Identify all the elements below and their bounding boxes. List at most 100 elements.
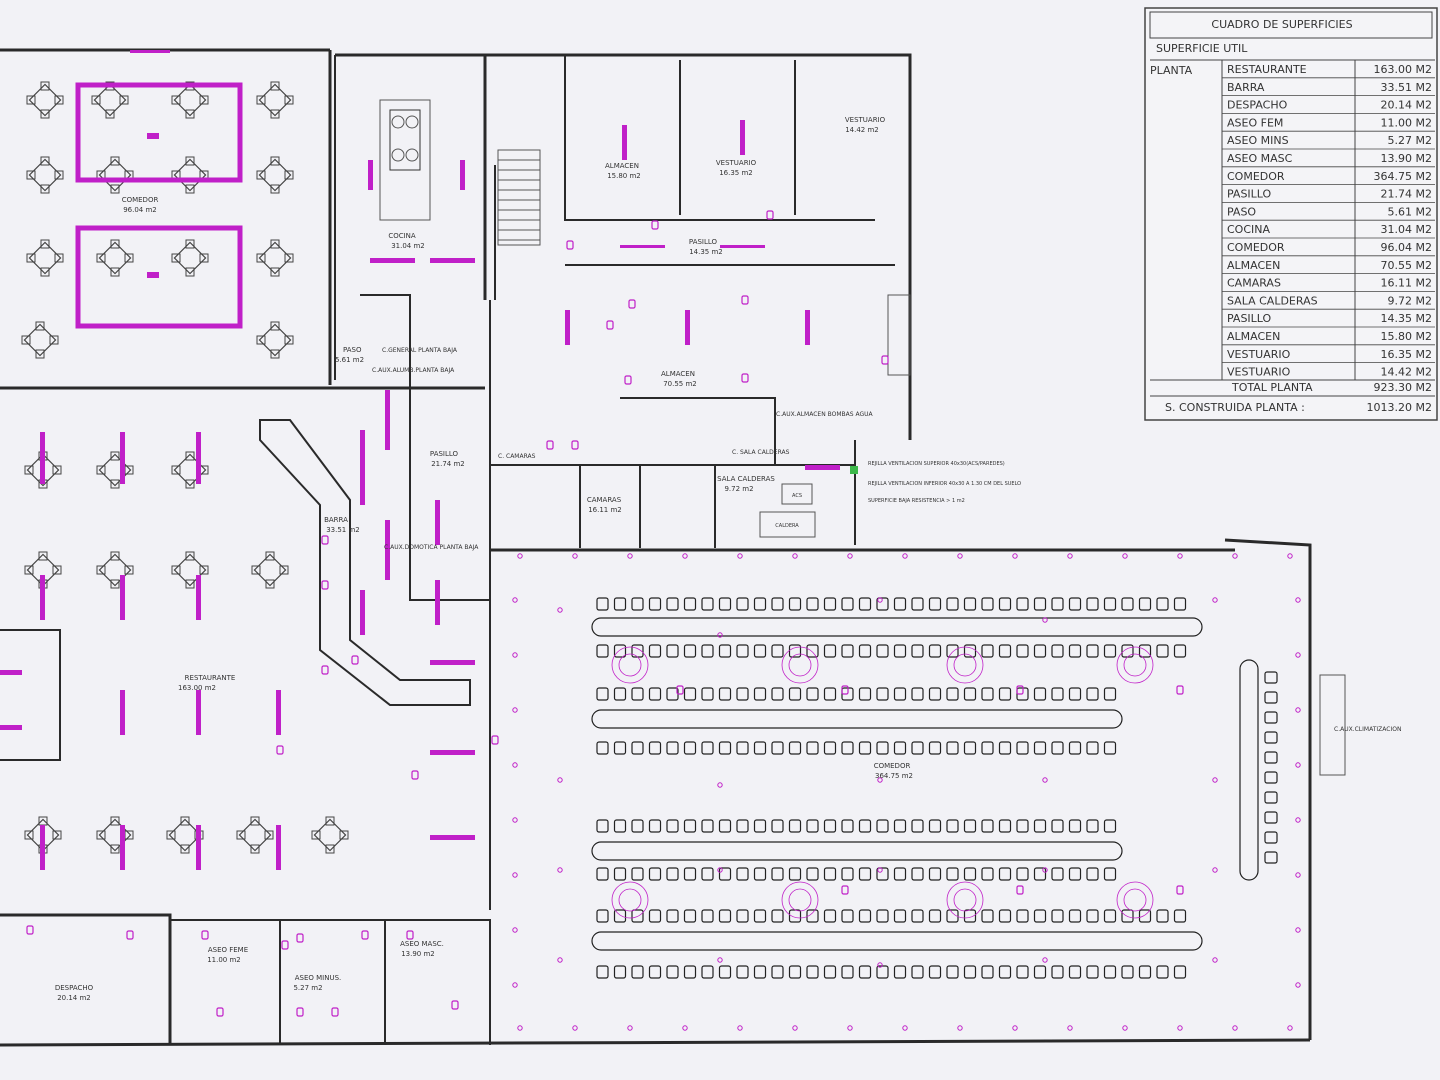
chair-icon [1016,819,1029,833]
chair-icon [806,909,819,923]
chair-icon [771,597,784,611]
fan-inner-icon [788,888,812,912]
light-point-icon [902,553,908,559]
chair-icon [893,867,907,881]
chair-icon [1264,811,1278,824]
light-point-icon [1012,1025,1018,1031]
surface-row-name: PASILLO [1227,188,1272,201]
outlet-icon [741,295,749,305]
outlet-icon [741,373,749,383]
light-point-icon [737,553,743,559]
outlet-icon [1176,685,1184,695]
light-point-icon [877,777,883,783]
chair-icon [613,644,627,658]
outlet-icon [276,745,284,755]
chair-icon [963,741,977,755]
chair-icon [718,741,732,755]
room-name-vestuario-2: VESTUARIO [845,116,886,124]
chair-icon [1033,867,1047,881]
room-area-aseo-minus: 5.27 m2 [293,984,322,992]
light-point-icon [512,652,518,658]
light-point-icon [557,867,563,873]
chair-icon [666,741,679,755]
chair-icon [596,741,609,755]
green-note-1: REJILLA VENTILACION SUPERIOR 40x30(ACS/P… [868,461,1005,467]
surface-row-area: 16.11 M2 [1381,277,1432,290]
light-point-icon [1295,652,1301,658]
light-point-icon [512,927,518,933]
banquet-table [591,931,1203,951]
outlet-icon [451,1000,459,1010]
ventilation-marker-icon [850,466,858,474]
chair-icon [998,597,1012,611]
surface-row-name: PASO [1227,205,1256,218]
surface-row-area: 13.90 M2 [1381,152,1432,165]
room-name-almacen-1: ALMACEN [605,162,639,170]
chair-icon [718,687,732,701]
room-area-paso: 5.61 m2 [335,356,364,364]
chair-icon [1121,909,1134,923]
chair-icon [771,644,784,658]
green-note-3: SUPERFICIE BAJA RESISTENCIA > 1 m2 [868,498,965,504]
room-area-barra: 33.51 m2 [326,526,360,534]
chair-icon [1264,831,1278,844]
chair-icon [946,965,959,979]
fan-inner-icon [1123,888,1147,912]
surface-row-area: 364.75 M2 [1374,170,1432,183]
chair-icon [928,819,942,833]
chair-icon [788,597,802,611]
dining-table-icon [24,551,62,589]
outlet-icon [841,885,849,895]
chair-icon [771,867,784,881]
equipment-acs-label: ACS [792,493,802,499]
room-area-pasillo-1: 14.35 m2 [689,248,723,256]
chair-icon [631,687,644,701]
light-point-icon [792,1025,798,1031]
light-point-icon [517,1025,523,1031]
surface-row-area: 14.42 M2 [1381,366,1432,379]
outlet-icon [881,355,889,365]
chair-icon [841,644,854,658]
chair-icon [753,965,767,979]
dining-table-icon [256,239,294,277]
chair-icon [788,741,802,755]
chair-icon [613,597,627,611]
chair-icon [823,965,837,979]
chair-icon [1086,819,1099,833]
room-name-aseo-minus: ASEO MINUS. [295,974,342,982]
light-point-icon [1295,762,1301,768]
chair-icon [1103,909,1117,923]
chair-icon [858,965,872,979]
chair-icon [1264,851,1278,864]
light-point-icon [1232,553,1238,559]
light-point-icon [1012,553,1018,559]
light-point-icon [1042,957,1048,963]
chair-icon [683,819,697,833]
chair-icon [1264,711,1278,724]
chair-icon [1068,644,1082,658]
chair-icon [928,867,942,881]
chair-icon [963,965,977,979]
light-point-icon [1212,777,1218,783]
chair-icon [788,965,802,979]
chair-icon [946,597,959,611]
chair-icon [753,819,767,833]
outlet-icon [676,685,684,695]
chair-icon [823,597,837,611]
chair-icon [841,597,854,611]
room-area-camaras: 16.11 m2 [588,506,622,514]
chair-icon [1033,741,1047,755]
outlet-icon [651,220,659,230]
chair-icon [718,644,732,658]
light-point-icon [512,872,518,878]
circuit-labels: C.GENERAL PLANTA BAJA C.AUX.ALUMB.PLANTA… [372,347,1401,733]
chair-icon [876,909,889,923]
outlet-icon [331,1007,339,1017]
surface-row-area: 9.72 M2 [1388,294,1432,307]
light-point-icon [1212,957,1218,963]
chair-icon [946,867,959,881]
surface-row-area: 15.80 M2 [1381,330,1432,343]
surface-row-area: 21.74 M2 [1381,188,1432,201]
light-point-icon [557,957,563,963]
chair-icon [806,741,819,755]
